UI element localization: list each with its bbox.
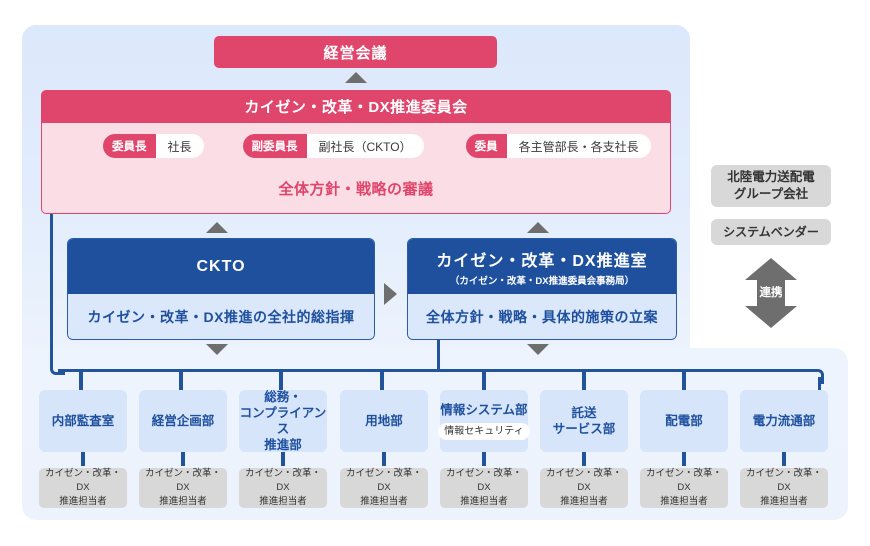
connector-dept-drop xyxy=(380,371,384,391)
department-name: 総務・コンプライアンス推進部 xyxy=(239,389,327,453)
department-box-internal-audit[interactable]: 内部監査室 xyxy=(39,390,127,452)
ckto-description: カイゼン・改革・DX推進の全社的総指揮 xyxy=(68,294,374,339)
committee-role-chair: 委員長 xyxy=(103,134,156,158)
committee-title-bar[interactable]: カイゼン・改革・DX推進委員会 xyxy=(41,90,671,123)
promotion-office-box[interactable]: カイゼン・改革・DX推進室 （カイゼン・改革・DX推進委員会事務局） 全体方針・… xyxy=(407,238,677,340)
department-box-information-systems[interactable]: 情報システム部 情報セキュリティ xyxy=(438,390,530,452)
department-name: 経営企画部 xyxy=(151,413,215,428)
committee-role-members: 委員 xyxy=(465,134,507,158)
committee-member-vice-chair: 副委員長 副社長（CKTO） xyxy=(242,134,424,158)
partner-label-group-company: 北陸電力送配電グループ会社 xyxy=(727,170,815,201)
connector-owner-stub xyxy=(81,452,85,466)
committee-name-chair: 社長 xyxy=(155,134,204,158)
arrow-up-ckto-to-committee-icon xyxy=(206,222,228,233)
connector-owner-stub xyxy=(782,452,786,466)
committee-role-vice-chair: 副委員長 xyxy=(242,134,307,158)
department-box-land[interactable]: 用地部 xyxy=(340,390,428,452)
department-name: 電力流通部 xyxy=(752,413,816,428)
connector-dept-drop xyxy=(482,371,486,391)
connector-dept-drop xyxy=(582,371,586,391)
connector-room-to-bus xyxy=(437,338,440,371)
connector-left-corner-bottom xyxy=(50,360,65,375)
connector-owner-stub xyxy=(682,452,686,466)
committee-block: カイゼン・改革・DX推進委員会 委員長 社長 副委員長 副社長（CKTO） 委員… xyxy=(41,90,671,215)
department-name: 配電部 xyxy=(665,413,703,428)
ckto-title: CKTO xyxy=(196,257,246,275)
department-name: 用地部 xyxy=(365,413,403,428)
connector-owner-stub xyxy=(582,452,586,466)
collaboration-arrow: 連携 xyxy=(731,258,811,328)
committee-member-row: 委員長 社長 副委員長 副社長（CKTO） 委員 各主管部長・各支社長 xyxy=(42,133,670,159)
ckto-box[interactable]: CKTO カイゼン・改革・DX推進の全社的総指揮 xyxy=(67,238,375,340)
department-box-distribution[interactable]: 配電部 xyxy=(640,390,728,452)
arrow-right-ckto-to-room-icon xyxy=(384,283,397,305)
partner-box-group-company[interactable]: 北陸電力送配電グループ会社 xyxy=(711,165,831,207)
collaboration-label: 連携 xyxy=(759,287,783,299)
connector-owner-stub xyxy=(382,452,386,466)
connector-bus-right-corner xyxy=(809,369,824,384)
arrow-down-from-ckto-icon xyxy=(206,344,228,355)
connector-bus-right-drop xyxy=(818,377,821,391)
committee-name-members: 各主管部長・各支社長 xyxy=(506,134,651,158)
committee-body: 委員長 社長 副委員長 副社長（CKTO） 委員 各主管部長・各支社長 全体方針… xyxy=(41,123,671,214)
partner-label-system-vendor: システムベンダー xyxy=(723,224,819,239)
connector-owner-stub xyxy=(482,452,486,466)
double-arrow-icon xyxy=(745,258,797,328)
partner-box-system-vendor[interactable]: システムベンダー xyxy=(711,219,831,245)
department-box-corporate-planning[interactable]: 経営企画部 xyxy=(139,390,227,452)
connector-dept-drop xyxy=(682,371,686,391)
arrow-up-to-executive-meeting-icon xyxy=(345,72,367,83)
committee-name-vice-chair: 副社長（CKTO） xyxy=(306,134,424,158)
department-box-transmission-service[interactable]: 託送サービス部 xyxy=(540,390,628,452)
committee-subtitle: 全体方針・戦略の審議 xyxy=(278,180,434,198)
department-box-power-distribution[interactable]: 電力流通部 xyxy=(740,390,828,452)
connector-dept-drop xyxy=(279,371,283,391)
executive-meeting-box[interactable]: 経営会議 xyxy=(214,36,497,68)
promotion-office-description: 全体方針・戦略・具体的施策の立案 xyxy=(408,294,676,339)
connector-left-vertical xyxy=(50,160,53,368)
executive-meeting-label: 経営会議 xyxy=(323,44,388,62)
connector-dept-drop xyxy=(179,371,183,391)
department-name: 託送サービス部 xyxy=(552,405,616,436)
promotion-office-header: カイゼン・改革・DX推進室 （カイゼン・改革・DX推進委員会事務局） xyxy=(408,239,676,294)
promotion-office-title: カイゼン・改革・DX推進室 xyxy=(436,252,648,270)
department-name: 内部監査室 xyxy=(51,413,115,428)
information-security-badge: 情報セキュリティ xyxy=(438,422,530,440)
connector-owner-stub xyxy=(181,452,185,466)
department-box-general-affairs-compliance[interactable]: 総務・コンプライアンス推進部 xyxy=(239,390,327,452)
connector-owner-stub xyxy=(281,452,285,466)
ckto-header: CKTO xyxy=(68,239,374,294)
arrow-down-from-room-icon xyxy=(527,344,549,355)
arrow-up-room-to-committee-icon xyxy=(527,222,549,233)
connector-dept-drop xyxy=(79,371,83,391)
committee-member-chair: 委員長 社長 xyxy=(103,134,204,158)
committee-title: カイゼン・改革・DX推進委員会 xyxy=(244,99,468,116)
department-name: 情報システム部 xyxy=(440,403,528,418)
promotion-office-note: （カイゼン・改革・DX推進委員会事務局） xyxy=(449,275,635,287)
committee-member-members: 委員 各主管部長・各支社長 xyxy=(465,134,651,158)
